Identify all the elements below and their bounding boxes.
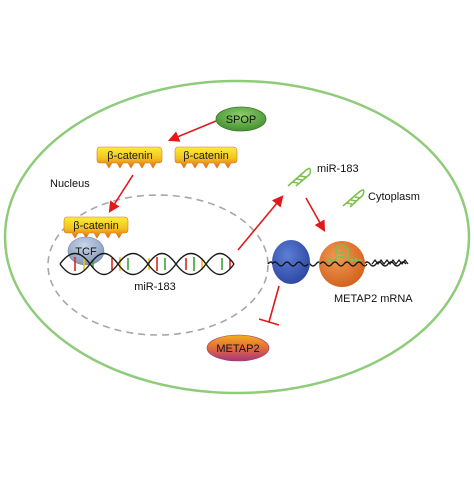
mir183-label: miR-183 [317, 163, 359, 175]
beta-catenin-label: β-catenin [107, 150, 152, 162]
mir183-gene-label: miR-183 [134, 281, 176, 293]
mirna-hairpin-icon [326, 244, 362, 262]
inhibition-bar-icon [258, 285, 280, 326]
red-arrow-icon [167, 120, 217, 142]
nucleus-label: Nucleus [50, 178, 90, 190]
red-arrow-icon [237, 195, 284, 251]
beta-catenin-label: β-catenin [183, 150, 228, 162]
metap2-mrna-label: METAP2 mRNA [334, 293, 413, 305]
beta-catenin-label: β-catenin [73, 220, 118, 232]
tcf-node: TCF [67, 236, 105, 266]
ribosome-icon [319, 241, 368, 287]
tcf-label: TCF [75, 246, 97, 258]
spop-node: SPOP [215, 106, 267, 132]
red-arrow-icon [305, 197, 326, 232]
mirna-hairpin-icon [342, 189, 365, 208]
mirna-hairpin-icon [287, 167, 312, 187]
cell-membrane [3, 79, 471, 395]
ribosome-icon [271, 240, 310, 284]
beta-catenin-node: β-catenin [96, 146, 163, 169]
red-arrow-icon [108, 174, 134, 213]
spop-label: SPOP [226, 114, 257, 126]
poly-a-tail [371, 259, 409, 265]
metap2-label: METAP2 [216, 343, 259, 355]
nucleus-boundary [47, 194, 269, 336]
dna-double-helix-icon [59, 252, 235, 276]
beta-catenin-node: β-catenin [174, 146, 238, 169]
cytoplasm-label: Cytoplasm [368, 191, 420, 203]
beta-catenin-node: β-catenin [63, 216, 129, 239]
metap2-node: METAP2 [206, 334, 270, 362]
